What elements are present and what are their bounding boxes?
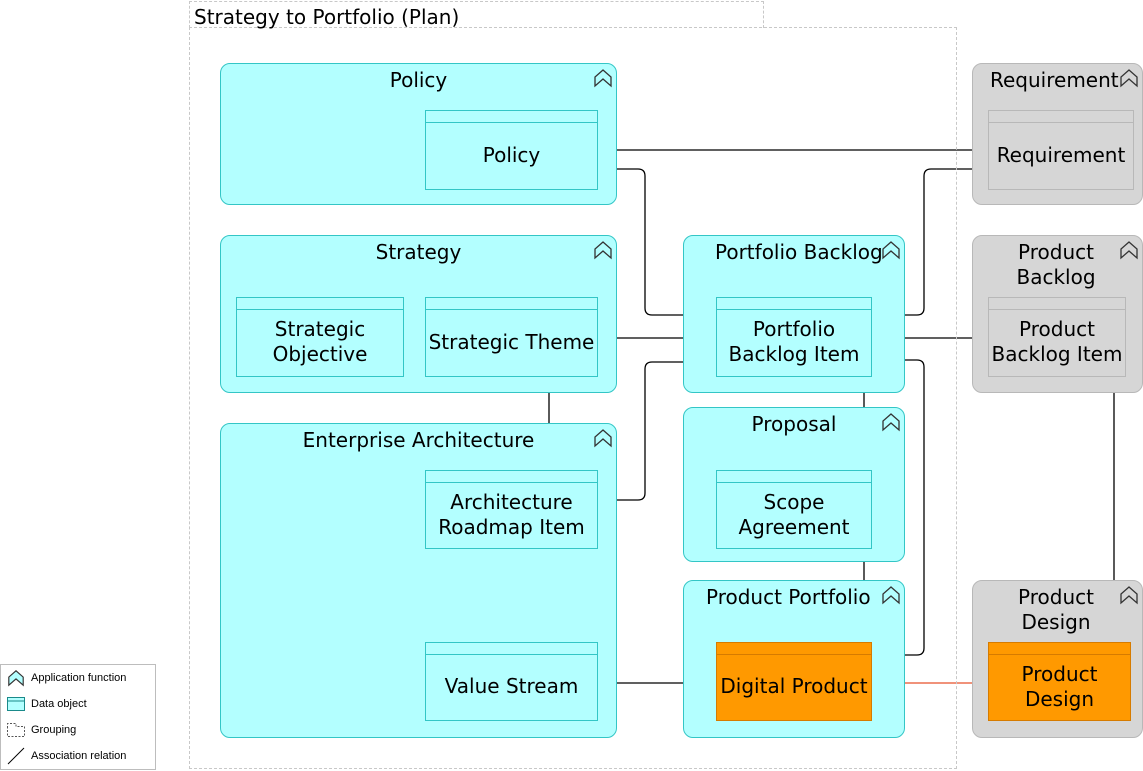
data-object-product-backlog-item[interactable]: Product Backlog Item: [988, 297, 1126, 377]
data-object-label: Requirement: [996, 142, 1126, 167]
legend-item-data-object: Data object: [7, 695, 87, 713]
data-object-requirement[interactable]: Requirement: [988, 110, 1134, 190]
application-function-icon: [882, 241, 900, 260]
data-object-scope-agreement[interactable]: Scope Agreement: [716, 470, 872, 549]
data-object-header: [717, 298, 871, 310]
function-proposal-title: Proposal: [751, 412, 837, 436]
grouping-icon: [7, 723, 25, 737]
application-function-icon: [594, 429, 612, 448]
data-object-policy[interactable]: Policy: [425, 110, 598, 190]
function-product-backlog-title: Product Backlog: [1016, 240, 1096, 289]
application-function-icon: [1120, 69, 1138, 88]
data-object-header: [717, 471, 871, 483]
data-object-header: [426, 298, 597, 310]
line-portfolio-backlog-item-digital-product: [872, 359, 925, 656]
legend-label: Association relation: [31, 750, 127, 762]
legend-label: Data object: [31, 698, 87, 710]
data-object-product-design[interactable]: Product Design: [988, 642, 1131, 721]
function-requirement-title: Requirement: [990, 68, 1119, 92]
function-policy-title: Policy: [389, 68, 448, 92]
legend: Application function Data object Groupin…: [0, 664, 156, 770]
data-object-architecture-roadmap-item[interactable]: Architecture Roadmap Item: [425, 470, 598, 549]
data-object-header: [237, 298, 403, 310]
function-portfolio-backlog-title: Portfolio Backlog: [715, 240, 883, 264]
legend-label: Grouping: [31, 724, 77, 736]
data-object-label: Strategic Theme: [428, 329, 595, 354]
data-object-digital-product[interactable]: Digital Product: [716, 642, 872, 721]
data-object-header: [989, 111, 1133, 123]
data-object-label: Value Stream: [444, 674, 579, 698]
application-function-icon: [594, 69, 612, 88]
data-object-header: [989, 643, 1130, 655]
data-object-label: Policy: [482, 142, 541, 167]
application-function-icon: [882, 413, 900, 432]
line-policy-portfolio-backlog-item: [598, 168, 716, 316]
application-function-icon: [1120, 241, 1138, 260]
application-function-icon: [8, 670, 24, 687]
data-object-label: Architecture Roadmap Item: [438, 489, 585, 539]
data-object-label: Strategic Objective: [272, 317, 368, 366]
grouping-strategy-to-portfolio: [189, 27, 957, 769]
function-strategy-title: Strategy: [375, 240, 462, 264]
data-object-portfolio-backlog-item[interactable]: Portfolio Backlog Item: [716, 297, 872, 377]
data-object-label: Digital Product: [720, 674, 868, 698]
data-object-strategic-theme[interactable]: Strategic Theme: [425, 297, 598, 377]
data-object-header: [426, 111, 597, 123]
data-object-value-stream[interactable]: Value Stream: [425, 642, 598, 721]
data-object-label: Product Design: [1021, 661, 1098, 711]
line-architecture-roadmap-portfolio-backlog-item: [598, 361, 716, 501]
data-object-header: [426, 643, 597, 655]
legend-item-application-function: Application function: [7, 669, 126, 687]
data-object-header: [989, 298, 1125, 310]
function-product-design-title: Product Design: [1018, 585, 1094, 634]
data-object-strategic-objective[interactable]: Strategic Objective: [236, 297, 404, 377]
line-portfolio-backlog-item-requirement: [872, 168, 988, 316]
legend-label: Application function: [31, 672, 127, 684]
data-object-icon: [7, 697, 25, 711]
data-object-header: [717, 643, 871, 655]
application-function-icon: [882, 586, 900, 605]
legend-item-grouping: Grouping: [7, 721, 76, 739]
grouping-tab: [189, 1, 764, 28]
data-object-header: [426, 471, 597, 483]
association-relation-icon: [7, 747, 25, 765]
data-object-label: Scope Agreement: [738, 489, 850, 539]
function-enterprise-architecture-title: Enterprise Architecture: [302, 428, 535, 452]
data-object-label: Product Backlog Item: [991, 317, 1123, 366]
grouping-title: Strategy to Portfolio (Plan): [194, 5, 460, 29]
application-function-icon: [1120, 586, 1138, 605]
data-object-label: Portfolio Backlog Item: [728, 317, 860, 366]
function-product-portfolio-title: Product Portfolio: [706, 585, 871, 609]
application-function-icon: [594, 241, 612, 260]
legend-item-association-relation: Association relation: [7, 747, 126, 765]
